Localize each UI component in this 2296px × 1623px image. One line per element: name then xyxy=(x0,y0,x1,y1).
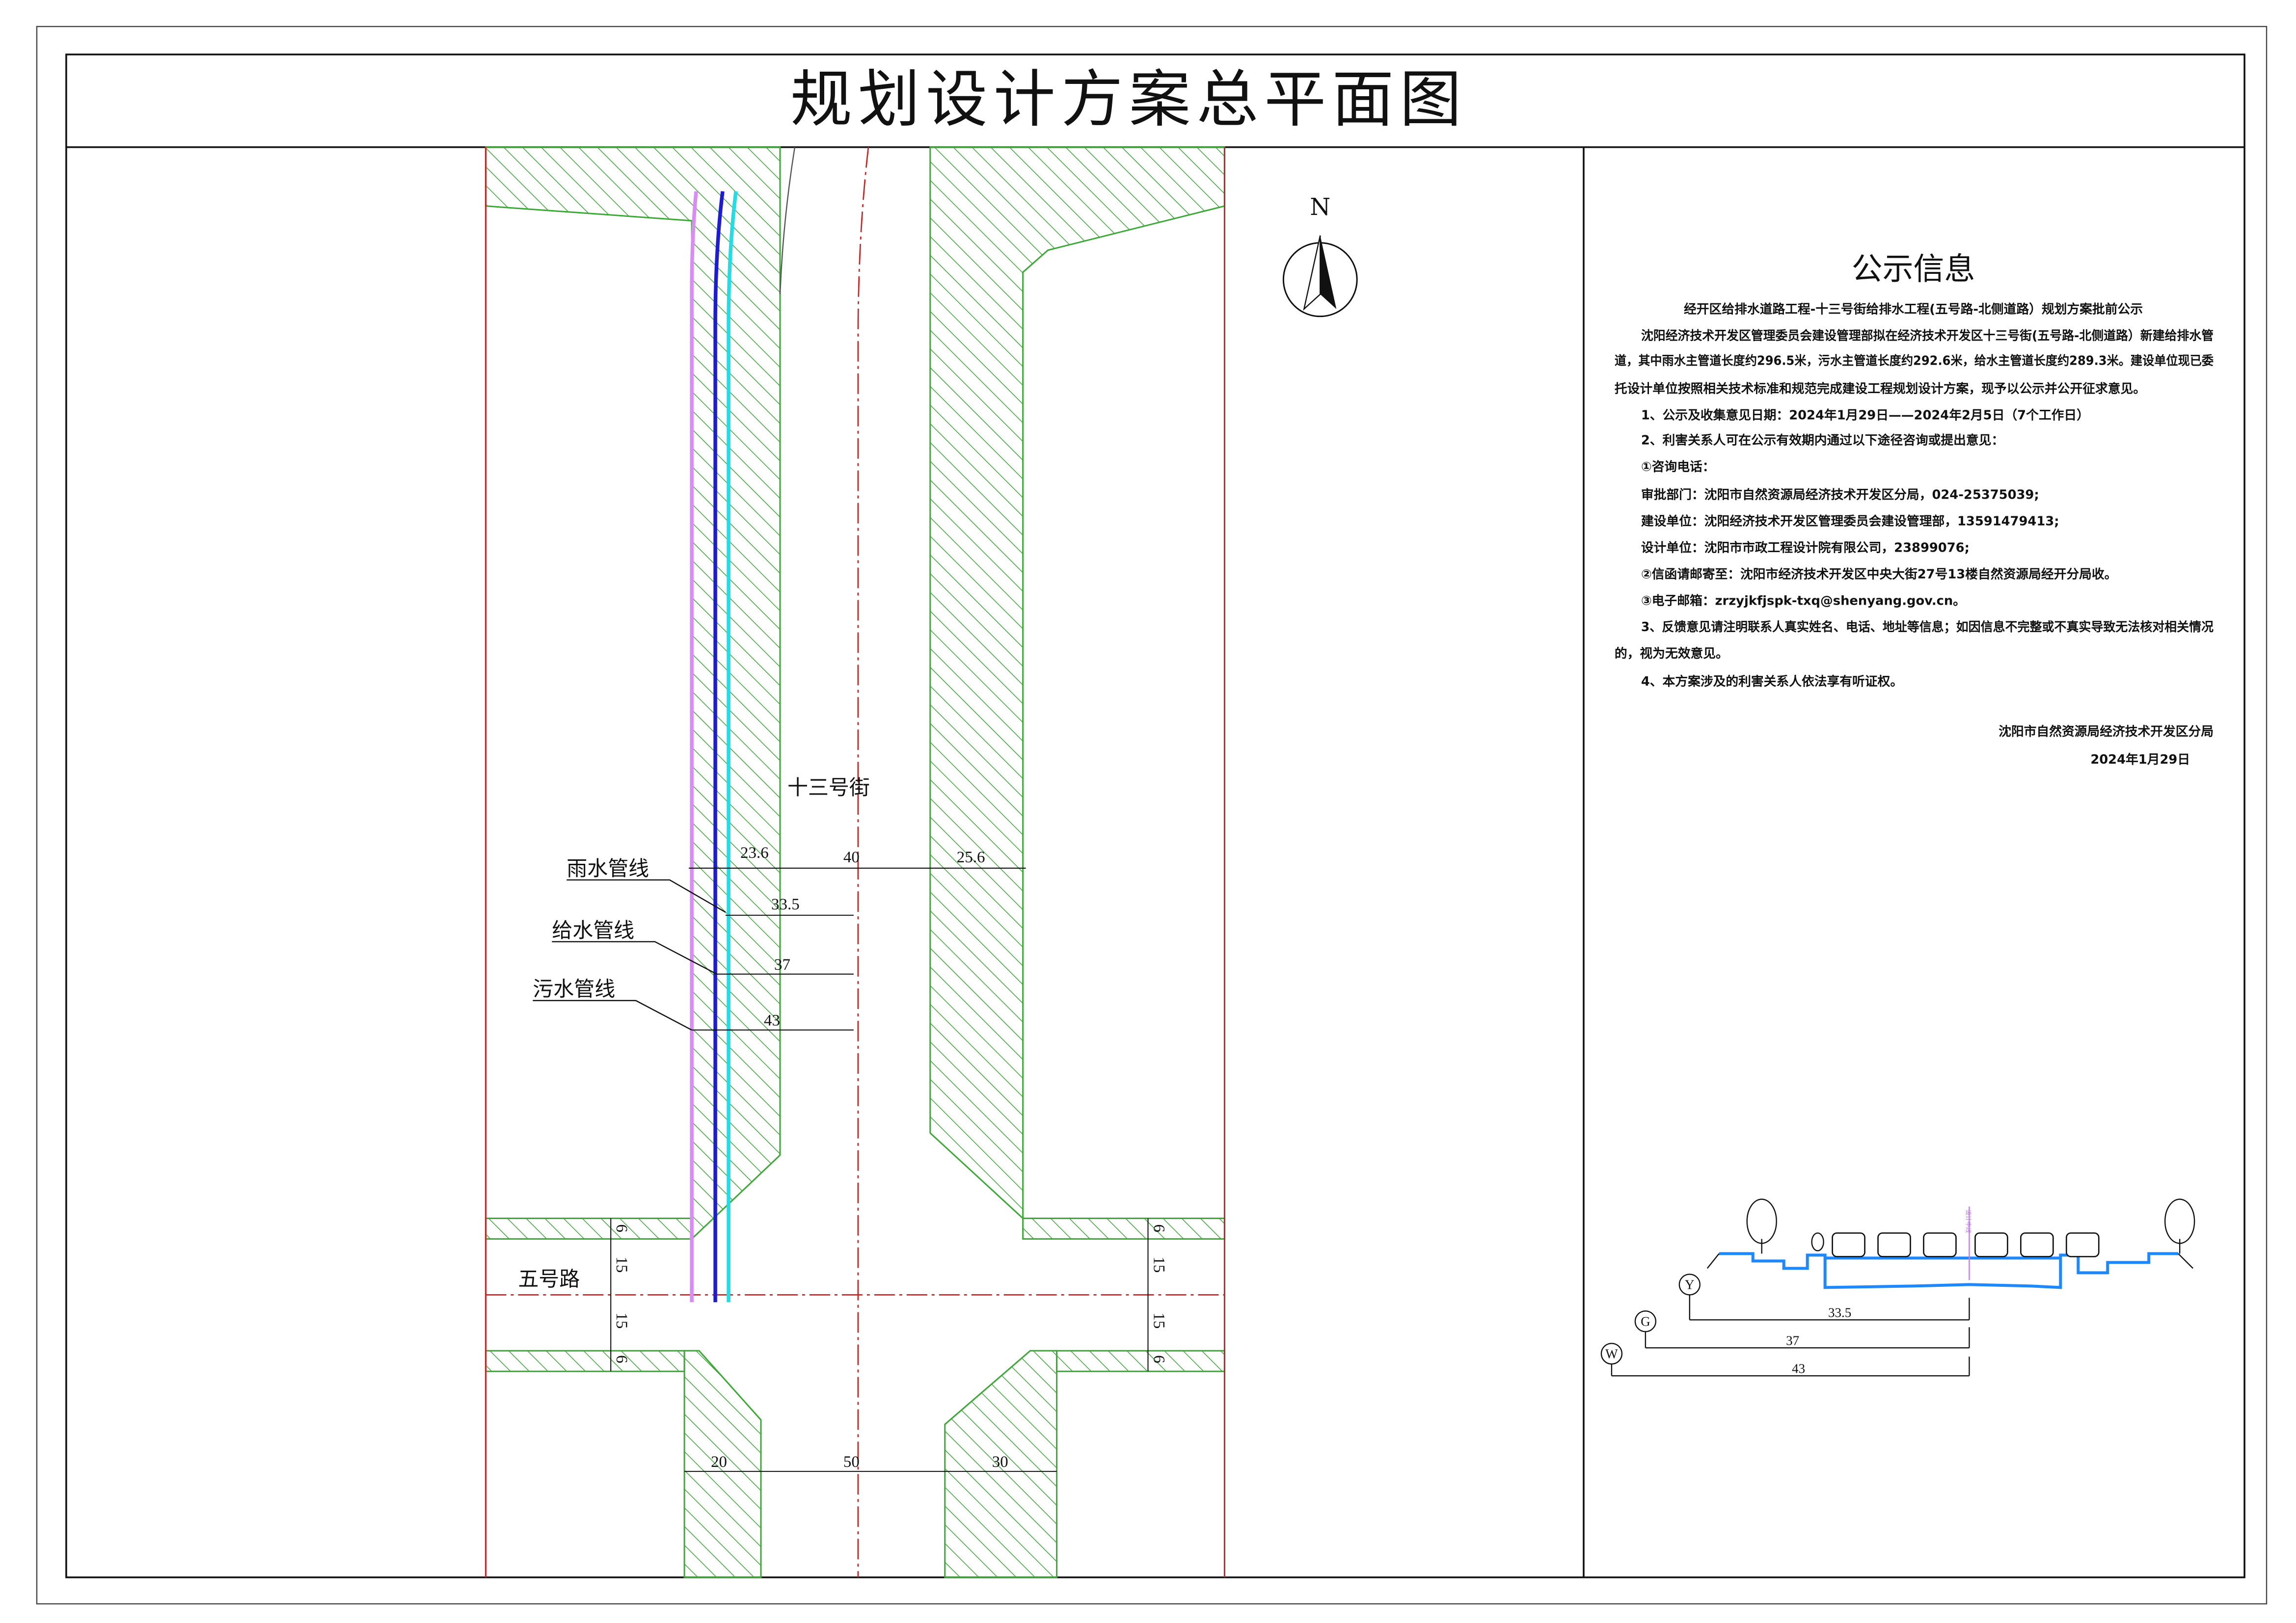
green-belt-west xyxy=(485,146,781,1241)
notice-line: 1、公示及收集意见日期：2024年1月29日——2024年2月5日（7个工作日） xyxy=(1641,408,2089,423)
rain-pipe-label: 雨水管线 xyxy=(567,856,649,880)
north-arrow-icon: N xyxy=(1282,193,1358,318)
green-belt-south-east xyxy=(944,1350,1058,1578)
marker-sewage: W xyxy=(1605,1346,1618,1361)
dim-west-width: 23.6 xyxy=(740,844,769,862)
street-centerline xyxy=(857,147,869,1577)
green-belt-se xyxy=(1056,1350,1225,1372)
svg-text:6: 6 xyxy=(613,1224,630,1232)
marker-water: G xyxy=(1641,1314,1650,1329)
dim-bottom-road: 50 xyxy=(843,1453,860,1471)
water-pipe-label: 给水管线 xyxy=(552,918,634,942)
notice-line: ①咨询电话： xyxy=(1641,459,1715,474)
rain-pipe-line xyxy=(690,191,698,1303)
water-pipe-line xyxy=(713,191,725,1303)
design-centerline-label: 设计中线 xyxy=(1965,1209,1972,1233)
notice-line: 审批部门：沈阳市自然资源局经济技术开发区分局，024-25375039; xyxy=(1641,487,2039,502)
green-belts xyxy=(485,146,1225,1578)
svg-text:15: 15 xyxy=(613,1256,630,1273)
notice-signature: 沈阳市自然资源局经济技术开发区分局 xyxy=(1999,724,2214,739)
pipe-leaders xyxy=(533,879,726,1031)
section-structure xyxy=(1719,1252,2179,1289)
dim-sewage-offset: 43 xyxy=(764,1012,780,1030)
notice-email: ③电子邮箱：zrzyjkfjspk-txq@shenyang.gov.cn。 xyxy=(1641,593,1966,608)
road-cross-section: 设计中线 Y G W 33.5 37 43 xyxy=(1600,1198,2195,1377)
green-belt-sw xyxy=(485,1350,685,1372)
dimension-lines xyxy=(610,867,1149,1472)
notice-line: 设计单位：沈阳市市政工程设计院有限公司，23899076; xyxy=(1641,540,1970,555)
notice-line: 建设单位：沈阳经济技术开发区管理委员会建设管理部，13591479413; xyxy=(1641,513,2059,529)
sewage-pipe-label: 污水管线 xyxy=(533,977,615,1001)
notice-line: 托设计单位按照相关技术标准和规范完成建设工程规划设计方案，现予以公示并公开征求意… xyxy=(1615,381,2146,397)
svg-text:6: 6 xyxy=(613,1355,630,1363)
dim-east-width: 25.6 xyxy=(957,849,985,866)
svg-text:15: 15 xyxy=(1150,1256,1167,1273)
dim-road-width: 40 xyxy=(843,849,860,866)
marker-rain: Y xyxy=(1685,1277,1694,1292)
svg-text:6: 6 xyxy=(1150,1355,1167,1363)
notice-line: 的，视为无效意见。 xyxy=(1615,646,1729,661)
cross-road-label: 五号路 xyxy=(518,1267,580,1291)
cross-dims-left: 6 15 15 6 xyxy=(613,1224,630,1363)
inner-frame xyxy=(65,53,2245,1578)
notice-line: 沈阳经济技术开发区管理委员会建设管理部拟在经济技术开发区十三号街(五号路-北侧道… xyxy=(1641,328,2214,344)
green-belt-ne xyxy=(1022,1217,1225,1240)
street-label: 十三号街 xyxy=(787,775,870,799)
section-dim-sewage: 43 xyxy=(1792,1361,1805,1376)
section-dim-water: 37 xyxy=(1786,1333,1799,1348)
notice-heading: 公示信息 xyxy=(1852,251,1975,287)
page-title: 规划设计方案总平面图 xyxy=(790,63,1467,135)
svg-text:N: N xyxy=(1310,193,1330,221)
notice-date: 2024年1月29日 xyxy=(2090,752,2190,767)
outer-border xyxy=(36,26,2268,1605)
green-belt-east xyxy=(929,146,1225,1220)
sewage-pipe-line xyxy=(727,191,738,1303)
green-belt-nw xyxy=(485,1217,693,1240)
section-dim-rain: 33.5 xyxy=(1828,1305,1851,1320)
notice-panel: 公示信息 经开区给排水道路工程-十三号街给排水工程(五号路-北侧道路）规划方案批… xyxy=(1615,251,2214,767)
notice-line: 4、本方案涉及的利害关系人依法享有听证权。 xyxy=(1641,674,1903,689)
notice-line: ②信函请邮寄至：沈阳市经济技术开发区中央大街27号13楼自然资源局经开分局收。 xyxy=(1641,566,2117,582)
dim-water-offset: 37 xyxy=(774,956,790,974)
notice-line: 2、利害关系人可在公示有效期内通过以下途径咨询或提出意见： xyxy=(1641,432,2004,448)
dim-bottom-right: 30 xyxy=(992,1453,1008,1471)
road-lines xyxy=(485,147,1225,1577)
notice-line: 3、反馈意见请注明联系人真实姓名、电话、地址等信息；如因信息不完整或不真实导致无… xyxy=(1641,619,2214,635)
svg-text:15: 15 xyxy=(1150,1312,1167,1329)
car-icons xyxy=(1832,1232,2100,1257)
notice-line: 道，其中雨水主管道长度约296.5米，污水主管道长度约292.6米，给水主管道长… xyxy=(1615,353,2214,369)
notice-subtitle: 经开区给排水道路工程-十三号街给排水工程(五号路-北侧道路）规划方案批前公示 xyxy=(1684,302,2143,317)
dim-rain-offset: 33.5 xyxy=(771,896,800,913)
svg-text:6: 6 xyxy=(1150,1224,1167,1232)
green-belt-south-west xyxy=(683,1350,762,1578)
cross-dims-right: 6 15 15 6 xyxy=(1150,1224,1167,1363)
dim-bottom-left: 20 xyxy=(711,1453,727,1471)
svg-text:15: 15 xyxy=(613,1312,630,1329)
